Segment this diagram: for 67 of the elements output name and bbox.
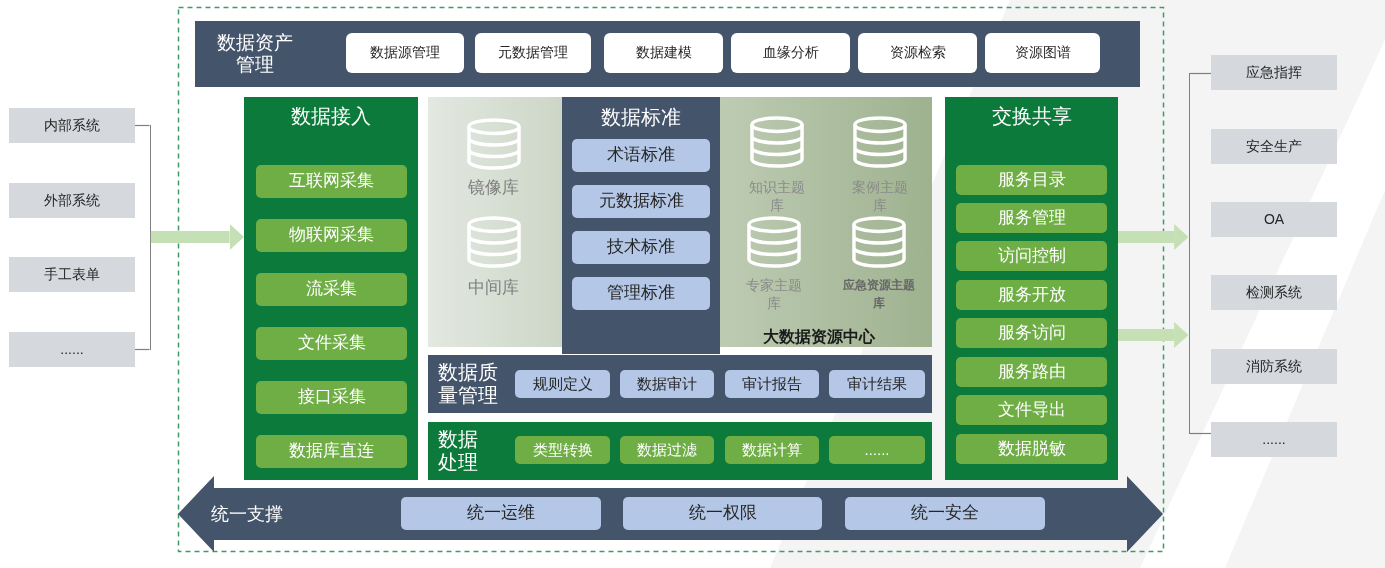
panel-title: 数据标准 bbox=[601, 105, 681, 129]
system-block: ...... bbox=[9, 332, 135, 367]
panel-title: 数据资产管理 bbox=[216, 32, 294, 76]
panel-title: 大数据资源中心 bbox=[763, 327, 875, 347]
system-block: OA bbox=[1211, 202, 1337, 237]
module-tile: 管理标准 bbox=[572, 277, 710, 310]
bracket-tick bbox=[1189, 72, 1212, 75]
bracket-spine bbox=[149, 124, 151, 351]
module-tile: 资源图谱 bbox=[985, 33, 1100, 73]
module-tile: 术语标准 bbox=[572, 139, 710, 172]
band-title: 统一支撑 bbox=[211, 503, 283, 525]
system-block: 外部系统 bbox=[9, 183, 135, 218]
module-tile: 统一运维 bbox=[401, 497, 601, 530]
module-tile: 审计报告 bbox=[725, 370, 819, 398]
module-tile: 审计结果 bbox=[829, 370, 925, 398]
module-tile: 资源检索 bbox=[858, 33, 977, 73]
database-label: 镜像库 bbox=[468, 178, 519, 198]
module-tile: 服务目录 bbox=[956, 165, 1107, 195]
module-tile: 服务开放 bbox=[956, 280, 1107, 310]
system-block: 应急指挥 bbox=[1211, 55, 1337, 90]
system-block: 内部系统 bbox=[9, 108, 135, 143]
module-tile: 服务路由 bbox=[956, 357, 1107, 387]
module-tile: 类型转换 bbox=[515, 436, 610, 464]
panel-title: 交换共享 bbox=[991, 104, 1072, 128]
module-tile: 数据脱敏 bbox=[956, 434, 1107, 464]
system-block: ...... bbox=[1211, 422, 1337, 457]
module-tile: 数据库直连 bbox=[256, 435, 407, 468]
module-tile: 文件采集 bbox=[256, 327, 407, 360]
database-label: 中间库 bbox=[468, 278, 519, 298]
module-tile: 文件导出 bbox=[956, 395, 1107, 425]
bracket-tick bbox=[1189, 432, 1212, 435]
system-block: 消防系统 bbox=[1211, 349, 1337, 384]
panel-title: 数据接入 bbox=[291, 104, 371, 128]
module-tile: 数据计算 bbox=[725, 436, 819, 464]
panel-title: 数据质量管理 bbox=[438, 361, 499, 407]
system-block: 手工表单 bbox=[9, 257, 135, 292]
layer-panel bbox=[945, 97, 1118, 480]
module-tile: 服务访问 bbox=[956, 318, 1107, 348]
module-tile: 元数据标准 bbox=[572, 185, 710, 218]
bracket-tick bbox=[134, 348, 151, 351]
module-tile: 数据过滤 bbox=[620, 436, 714, 464]
system-block: 安全生产 bbox=[1211, 129, 1337, 164]
module-tile: 服务管理 bbox=[956, 203, 1107, 233]
module-tile: 统一安全 bbox=[845, 497, 1045, 530]
module-tile: 技术标准 bbox=[572, 231, 710, 264]
module-tile: 数据建模 bbox=[604, 33, 723, 73]
module-tile: ...... bbox=[829, 436, 925, 464]
module-tile: 元数据管理 bbox=[475, 33, 591, 73]
layer-bar bbox=[195, 21, 1140, 87]
layer-bar bbox=[428, 422, 932, 480]
bracket-spine bbox=[1188, 72, 1190, 435]
module-tile: 接口采集 bbox=[256, 381, 407, 414]
module-tile: 物联网采集 bbox=[256, 219, 407, 252]
module-tile: 规则定义 bbox=[515, 370, 610, 398]
module-tile: 互联网采集 bbox=[256, 165, 407, 198]
bracket-tick bbox=[134, 124, 151, 127]
system-block: 检测系统 bbox=[1211, 275, 1337, 310]
module-tile: 数据源管理 bbox=[346, 33, 464, 73]
module-tile: 血缘分析 bbox=[731, 33, 850, 73]
database-label: 应急资源主题库 bbox=[842, 277, 916, 312]
panel-title: 数据处理 bbox=[438, 428, 479, 474]
module-tile: 流采集 bbox=[256, 273, 407, 306]
layer-bar bbox=[428, 355, 932, 413]
module-tile: 访问控制 bbox=[956, 241, 1107, 271]
module-tile: 统一权限 bbox=[623, 497, 822, 530]
layer-panel bbox=[244, 97, 418, 480]
module-tile: 数据审计 bbox=[620, 370, 714, 398]
